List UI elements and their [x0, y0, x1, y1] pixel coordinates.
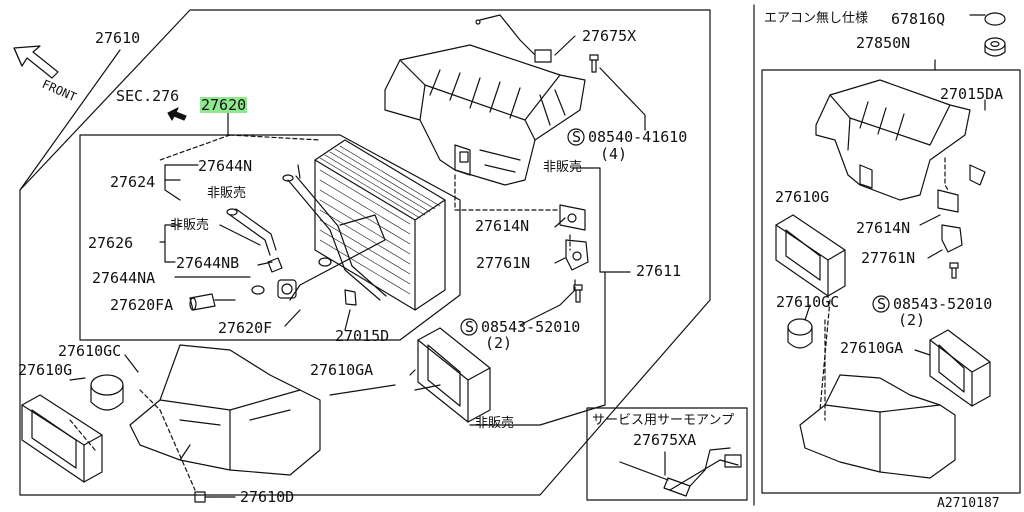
right-upper-case — [815, 79, 971, 201]
label-27761n[interactable]: 27761N — [476, 254, 531, 272]
label-27610gc[interactable]: 27610GC — [58, 342, 122, 360]
label-right-27610ga[interactable]: 27610GA — [840, 339, 904, 357]
label-27624[interactable]: 27624 — [110, 173, 156, 191]
small-fittings — [189, 257, 357, 311]
label-27620fa[interactable]: 27620FA — [110, 296, 174, 314]
label-right-27761n[interactable]: 27761N — [861, 249, 916, 267]
service-thermo-amp — [619, 447, 742, 497]
label-27675xa[interactable]: 27675XA — [633, 431, 697, 449]
foam-block-27610gc — [90, 374, 124, 411]
right-lower-case — [799, 374, 956, 479]
label-27644na[interactable]: 27644NA — [92, 269, 156, 287]
clip-27015da — [969, 164, 986, 186]
label-right-27610g[interactable]: 27610G — [775, 188, 830, 206]
front-arrow-icon — [13, 45, 59, 79]
sec-arrow-icon — [167, 107, 187, 121]
label-right-27610gc[interactable]: 27610GC — [776, 293, 840, 311]
s-mark-letter-2: S — [465, 318, 475, 336]
label-hanbai-b: 非販売 — [170, 218, 210, 233]
label-27015d[interactable]: 27015D — [335, 327, 390, 345]
label-no-ac-spec: エアコン無し仕様 — [764, 11, 869, 26]
label-27850n[interactable]: 27850N — [856, 34, 911, 52]
label-screw-08540-41610[interactable]: 08540-41610 — [588, 128, 688, 146]
filter-frame-27610g — [21, 394, 103, 483]
label-67816q[interactable]: 67816Q — [891, 10, 946, 28]
right-filter-frame-27610g — [775, 214, 846, 297]
service-box-outline — [586, 407, 748, 501]
label-27675x[interactable]: 27675X — [582, 27, 637, 45]
gasket-27614n — [559, 204, 586, 231]
evaporator-core — [314, 139, 446, 311]
right-gasket — [937, 189, 959, 213]
screw-icon-2 — [573, 284, 583, 303]
label-hanbai-a: 非販売 — [207, 186, 247, 201]
s-mark-3 — [872, 295, 890, 313]
label-27644nb[interactable]: 27644NB — [176, 254, 240, 272]
expansion-valve — [267, 257, 297, 299]
label-27611[interactable]: 27611 — [636, 262, 682, 280]
label-27644n[interactable]: 27644N — [198, 157, 253, 175]
thermo-amp-sensor — [475, 14, 552, 63]
service-title: サービス用サーモアンプ — [592, 413, 735, 428]
label-right-screw[interactable]: 08543-52010 — [893, 295, 993, 313]
label-27610ga[interactable]: 27610GA — [310, 361, 374, 379]
label-27620f[interactable]: 27620F — [218, 319, 273, 337]
label-27626[interactable]: 27626 — [88, 234, 134, 252]
label-27620-highlighted[interactable]: 27620 — [200, 96, 248, 114]
screw-icon-3 — [194, 491, 216, 503]
rubber-cap-67816q — [984, 12, 1006, 57]
filter-frame-27610ga — [417, 327, 491, 423]
label-right-27614n[interactable]: 27614N — [856, 219, 911, 237]
s-mark-letter-1: S — [572, 128, 582, 146]
label-screw-08543-52010[interactable]: 08543-52010 — [481, 318, 581, 336]
label-27610d[interactable]: 27610D — [240, 488, 295, 506]
diagram-code: A2710187 — [937, 496, 1000, 511]
right-screw-icon — [949, 262, 959, 279]
right-filter-frame-27610ga — [929, 329, 991, 407]
s-mark-letter-3: S — [877, 295, 887, 313]
label-screw-qty-1: (4) — [600, 145, 628, 163]
label-hanbai-c: 非販売 — [543, 160, 583, 175]
s-mark-2 — [460, 318, 478, 336]
upper-case — [384, 44, 586, 186]
label-screw-qty-2: (2) — [485, 334, 513, 352]
label-hanbai-d: 非販売 — [475, 416, 515, 431]
right-panel-outline — [761, 69, 1021, 494]
s-mark-1 — [567, 128, 585, 146]
sub-assembly-outline — [79, 134, 461, 341]
fitting-27761n — [565, 239, 589, 271]
label-27614n[interactable]: 27614N — [475, 217, 530, 235]
label-sec-276[interactable]: SEC.276 — [116, 87, 180, 105]
label-right-screw-qty: (2) — [898, 311, 926, 329]
right-fitting — [941, 224, 963, 253]
label-27015da[interactable]: 27015DA — [940, 85, 1004, 103]
refrigerant-pipes — [226, 174, 387, 301]
label-27610[interactable]: 27610 — [95, 29, 141, 47]
right-foam-block — [787, 318, 813, 349]
lower-case — [129, 344, 321, 476]
screw-icon — [589, 54, 599, 73]
label-27610g[interactable]: 27610G — [18, 361, 73, 379]
